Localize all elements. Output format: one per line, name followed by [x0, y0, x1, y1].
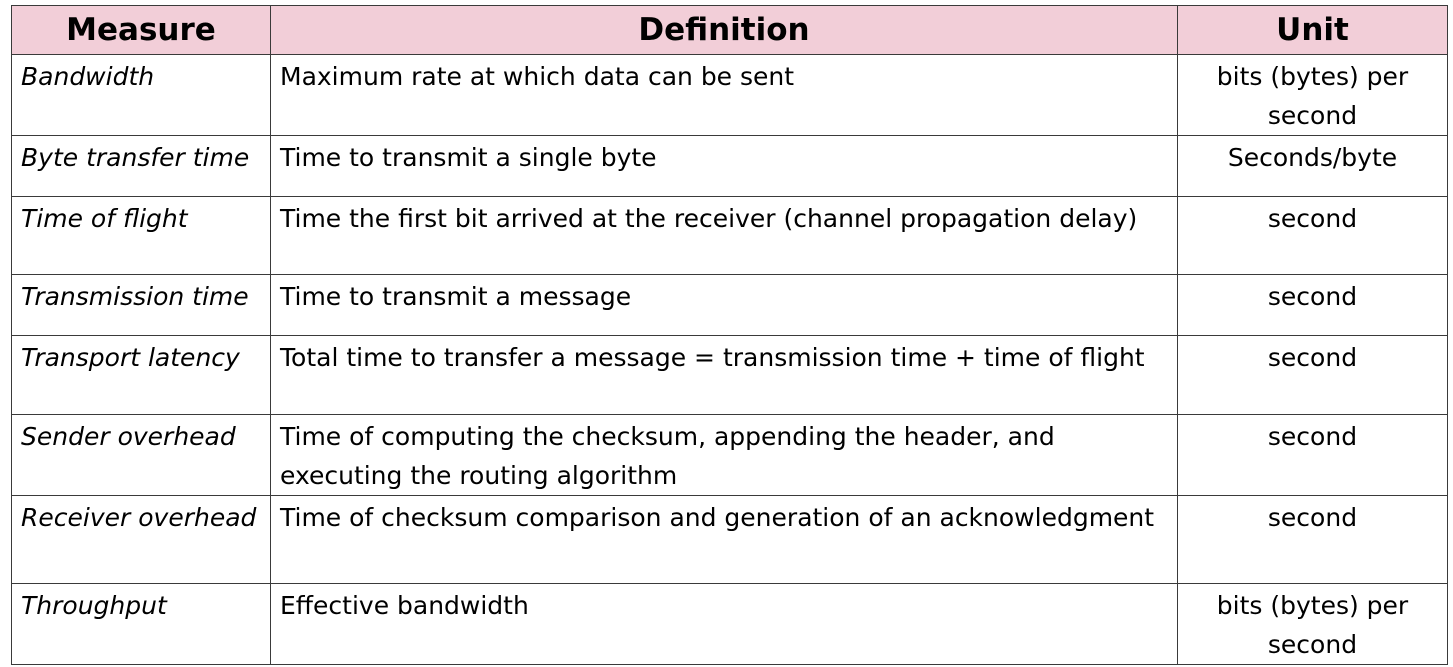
- unit-cell: Seconds/byte: [1177, 135, 1448, 197]
- definition-cell: Time to transmit a single byte: [270, 135, 1178, 197]
- table-row: Bandwidth Maximum rate at which data can…: [11, 54, 1448, 136]
- measures-table: Measure Definition Unit Bandwidth Maximu…: [11, 5, 1448, 665]
- header-unit: Unit: [1177, 5, 1448, 55]
- measure-cell: Receiver overhead: [11, 495, 271, 584]
- measure-cell: Bandwidth: [11, 54, 271, 136]
- table-row: Byte transfer time Time to transmit a si…: [11, 135, 1448, 197]
- definition-cell: Time the first bit arrived at the receiv…: [270, 196, 1178, 275]
- definition-cell: Effective bandwidth: [270, 583, 1178, 665]
- unit-cell: second: [1177, 196, 1448, 275]
- measure-cell: Throughput: [11, 583, 271, 665]
- unit-cell: bits (bytes) per second: [1177, 54, 1448, 136]
- unit-cell: second: [1177, 495, 1448, 584]
- definition-cell: Time of checksum comparison and generati…: [270, 495, 1178, 584]
- table-row: Throughput Effective bandwidth bits (byt…: [11, 583, 1448, 665]
- measure-cell: Time of flight: [11, 196, 271, 275]
- header-measure: Measure: [11, 5, 271, 55]
- measure-cell: Transmission time: [11, 274, 271, 336]
- definition-cell: Maximum rate at which data can be sent: [270, 54, 1178, 136]
- unit-cell: second: [1177, 414, 1448, 496]
- unit-cell: bits (bytes) per second: [1177, 583, 1448, 665]
- definition-cell: Time to transmit a message: [270, 274, 1178, 336]
- definition-cell: Time of computing the checksum, appendin…: [270, 414, 1178, 496]
- measure-cell: Sender overhead: [11, 414, 271, 496]
- measure-cell: Byte transfer time: [11, 135, 271, 197]
- table-row: Sender overhead Time of computing the ch…: [11, 414, 1448, 496]
- table-row: Transport latency Total time to transfer…: [11, 335, 1448, 415]
- unit-cell: second: [1177, 274, 1448, 336]
- header-definition: Definition: [270, 5, 1178, 55]
- header-row: Measure Definition Unit: [11, 5, 1448, 55]
- definition-cell: Total time to transfer a message = trans…: [270, 335, 1178, 415]
- unit-cell: second: [1177, 335, 1448, 415]
- table-row: Time of flight Time the first bit arrive…: [11, 196, 1448, 275]
- table-row: Transmission time Time to transmit a mes…: [11, 274, 1448, 336]
- measure-cell: Transport latency: [11, 335, 271, 415]
- table-row: Receiver overhead Time of checksum compa…: [11, 495, 1448, 584]
